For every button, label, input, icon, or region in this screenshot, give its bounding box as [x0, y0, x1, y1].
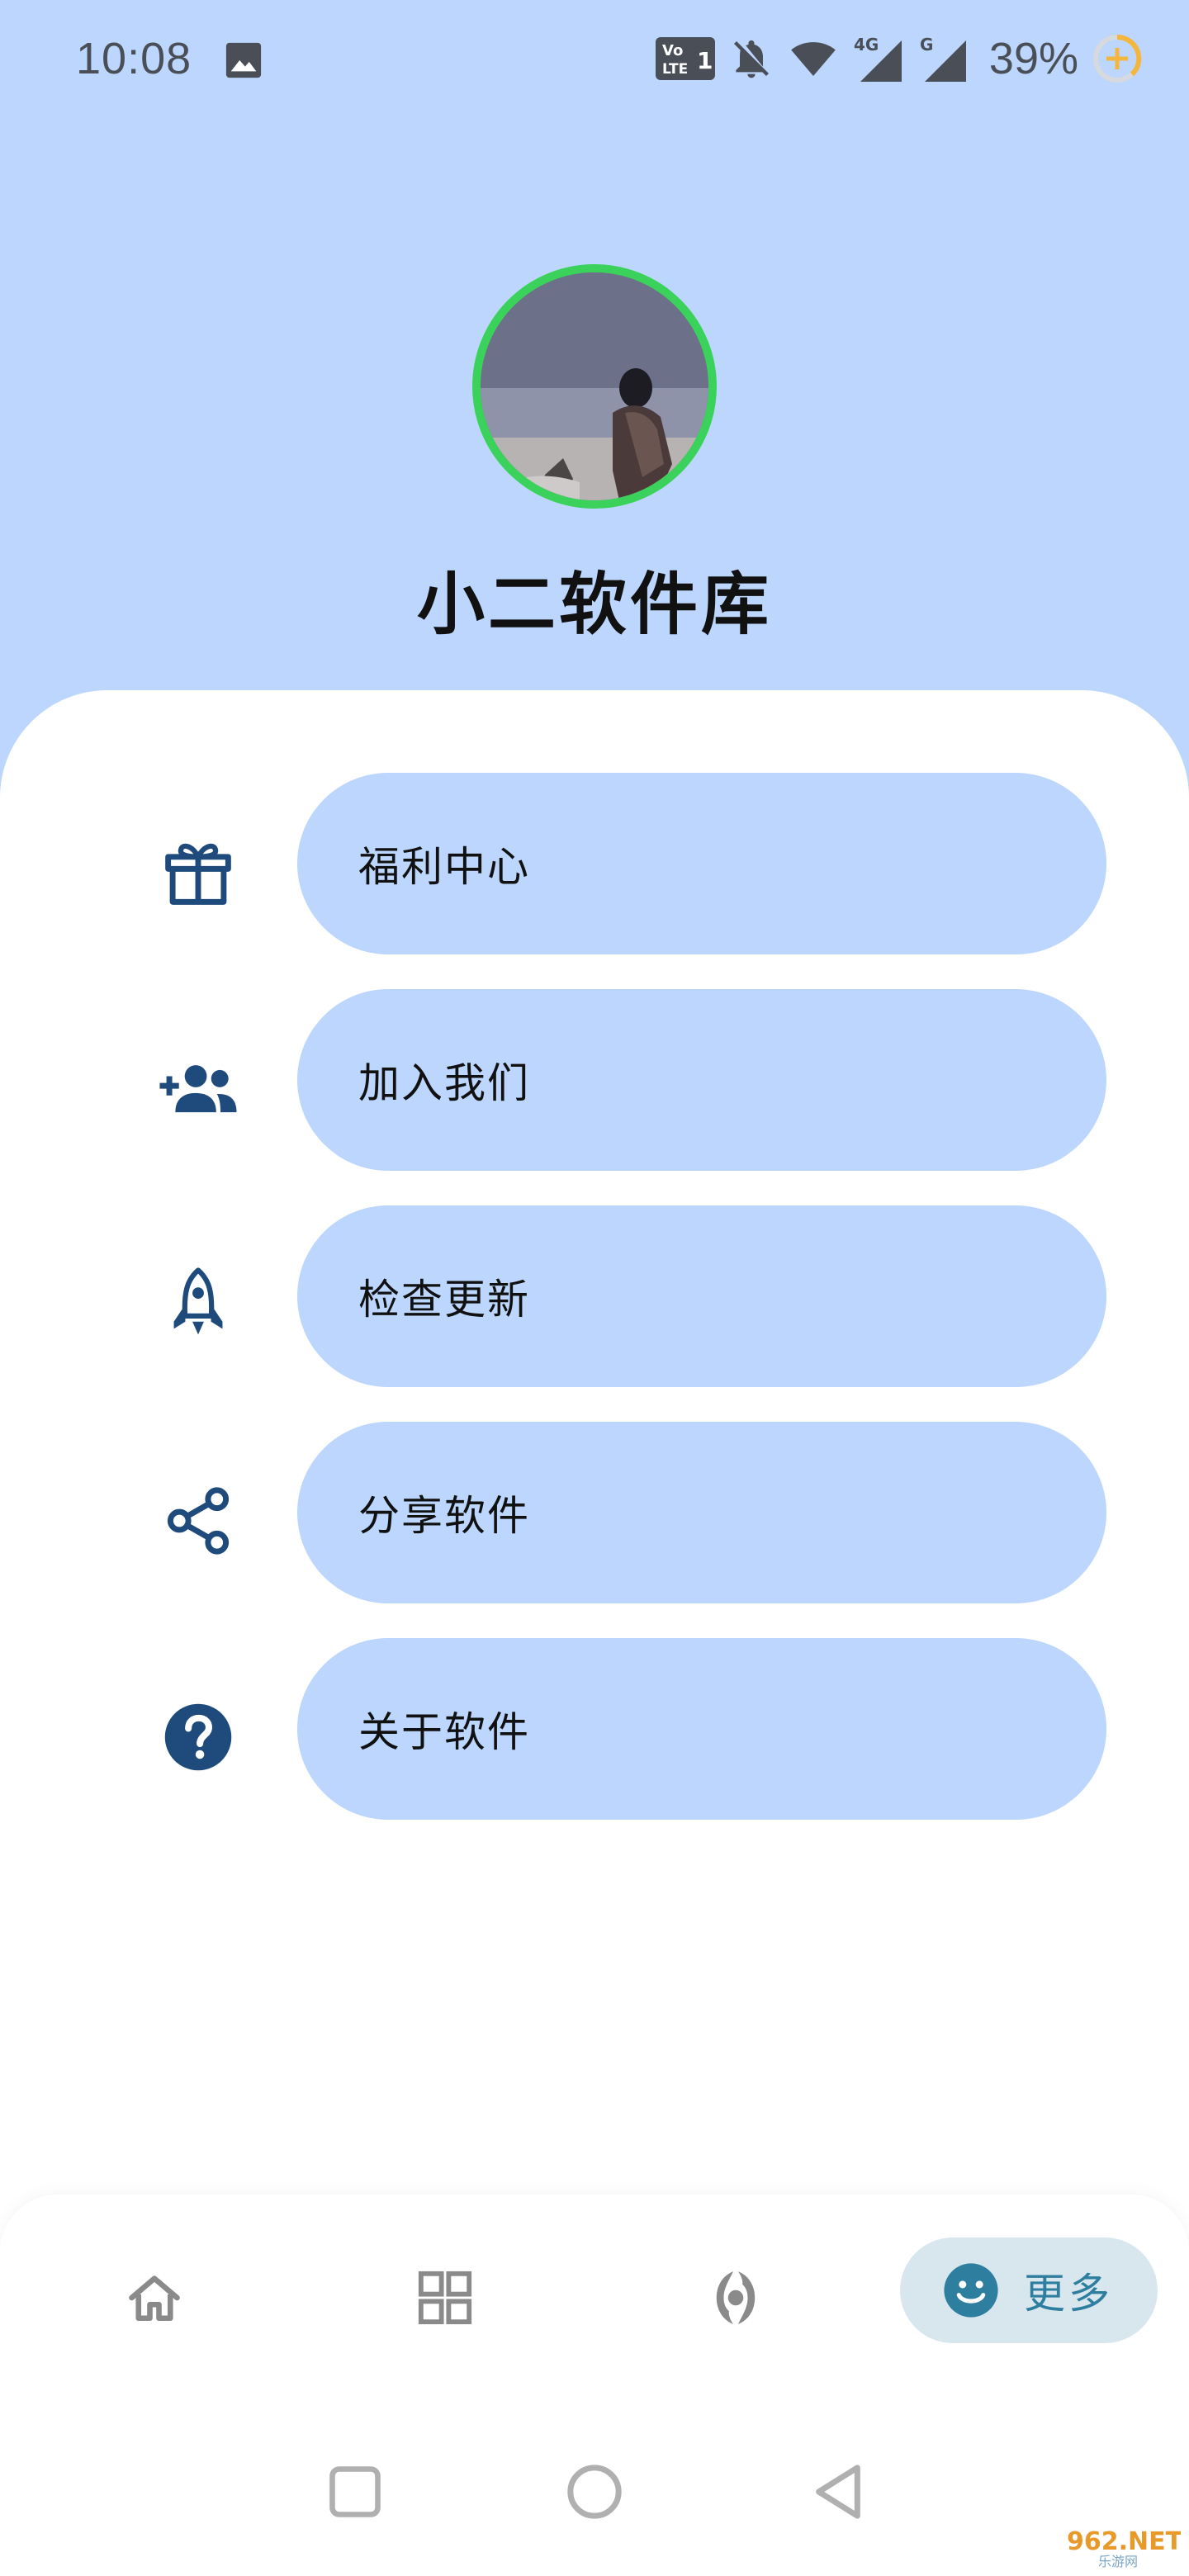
help-icon: [157, 1696, 239, 1778]
back-button[interactable]: [797, 2451, 879, 2533]
recents-button[interactable]: [314, 2451, 396, 2533]
svg-text:1: 1: [697, 47, 713, 74]
circle-icon: [567, 2465, 622, 2519]
menu-item-update[interactable]: 检查更新: [0, 1205, 1189, 1387]
watermark: 962.NET 乐游网: [1065, 2522, 1181, 2571]
wifi-icon: [791, 42, 836, 76]
share-icon: [157, 1480, 239, 1562]
menu-item-label[interactable]: 分享软件: [297, 1422, 1106, 1603]
grid-icon: [418, 2271, 472, 2325]
menu-item-share[interactable]: 分享软件: [0, 1422, 1189, 1603]
gift-icon: [157, 831, 239, 913]
status-icons: Vo LTE 1 4G G 39%: [655, 30, 1143, 88]
profile-name: 小二软件库: [416, 566, 772, 644]
nav-apps[interactable]: [391, 2244, 499, 2351]
battery-percent: 39%: [988, 34, 1078, 83]
orbit-icon: [716, 2271, 756, 2324]
smiley-icon: [944, 2263, 998, 2318]
nav-discover[interactable]: [682, 2244, 789, 2351]
signal-4g-icon: 4G: [854, 35, 902, 82]
svg-text:LTE: LTE: [662, 61, 688, 78]
add-group-icon: [157, 1047, 239, 1129]
network-badge-label-2: G: [920, 35, 933, 54]
watermark-subtext: 乐游网: [1098, 2554, 1138, 2569]
menu-item-label[interactable]: 福利中心: [297, 773, 1106, 954]
signal-g-icon: G: [920, 35, 966, 82]
battery-charging-icon: [1093, 34, 1142, 83]
bell-off-icon: [733, 40, 769, 78]
nav-home[interactable]: [101, 2244, 208, 2351]
gallery-icon: [225, 42, 262, 78]
rocket-icon: [157, 1263, 239, 1346]
menu-item-label[interactable]: 检查更新: [297, 1205, 1106, 1387]
avatar[interactable]: [472, 264, 717, 509]
home-button[interactable]: [553, 2451, 636, 2533]
system-nav-bar: 962.NET 乐游网: [0, 2409, 1189, 2576]
svg-text:Vo: Vo: [662, 42, 683, 59]
nav-more-label: 更多: [1024, 2270, 1113, 2318]
menu-item-about[interactable]: 关于软件: [0, 1638, 1189, 1820]
home-icon: [129, 2275, 180, 2322]
menu-item-label[interactable]: 加入我们: [297, 989, 1106, 1171]
square-icon: [329, 2466, 381, 2517]
watermark-text: 962.NET: [1067, 2527, 1181, 2556]
status-time: 10:08: [76, 34, 192, 83]
status-bar: 10:08 Vo LTE 1 4G G 39%: [0, 0, 1189, 124]
menu-item-welfare[interactable]: 福利中心: [0, 773, 1189, 954]
menu-item-join[interactable]: 加入我们: [0, 989, 1189, 1171]
bottom-nav: 更多: [0, 2195, 1189, 2409]
nav-more[interactable]: 更多: [900, 2237, 1158, 2343]
back-triangle-icon: [816, 2465, 860, 2519]
volte-icon: Vo LTE 1: [655, 37, 715, 80]
avatar-image: [481, 272, 708, 500]
network-badge-label: 4G: [854, 35, 879, 54]
menu-item-label[interactable]: 关于软件: [297, 1638, 1106, 1820]
